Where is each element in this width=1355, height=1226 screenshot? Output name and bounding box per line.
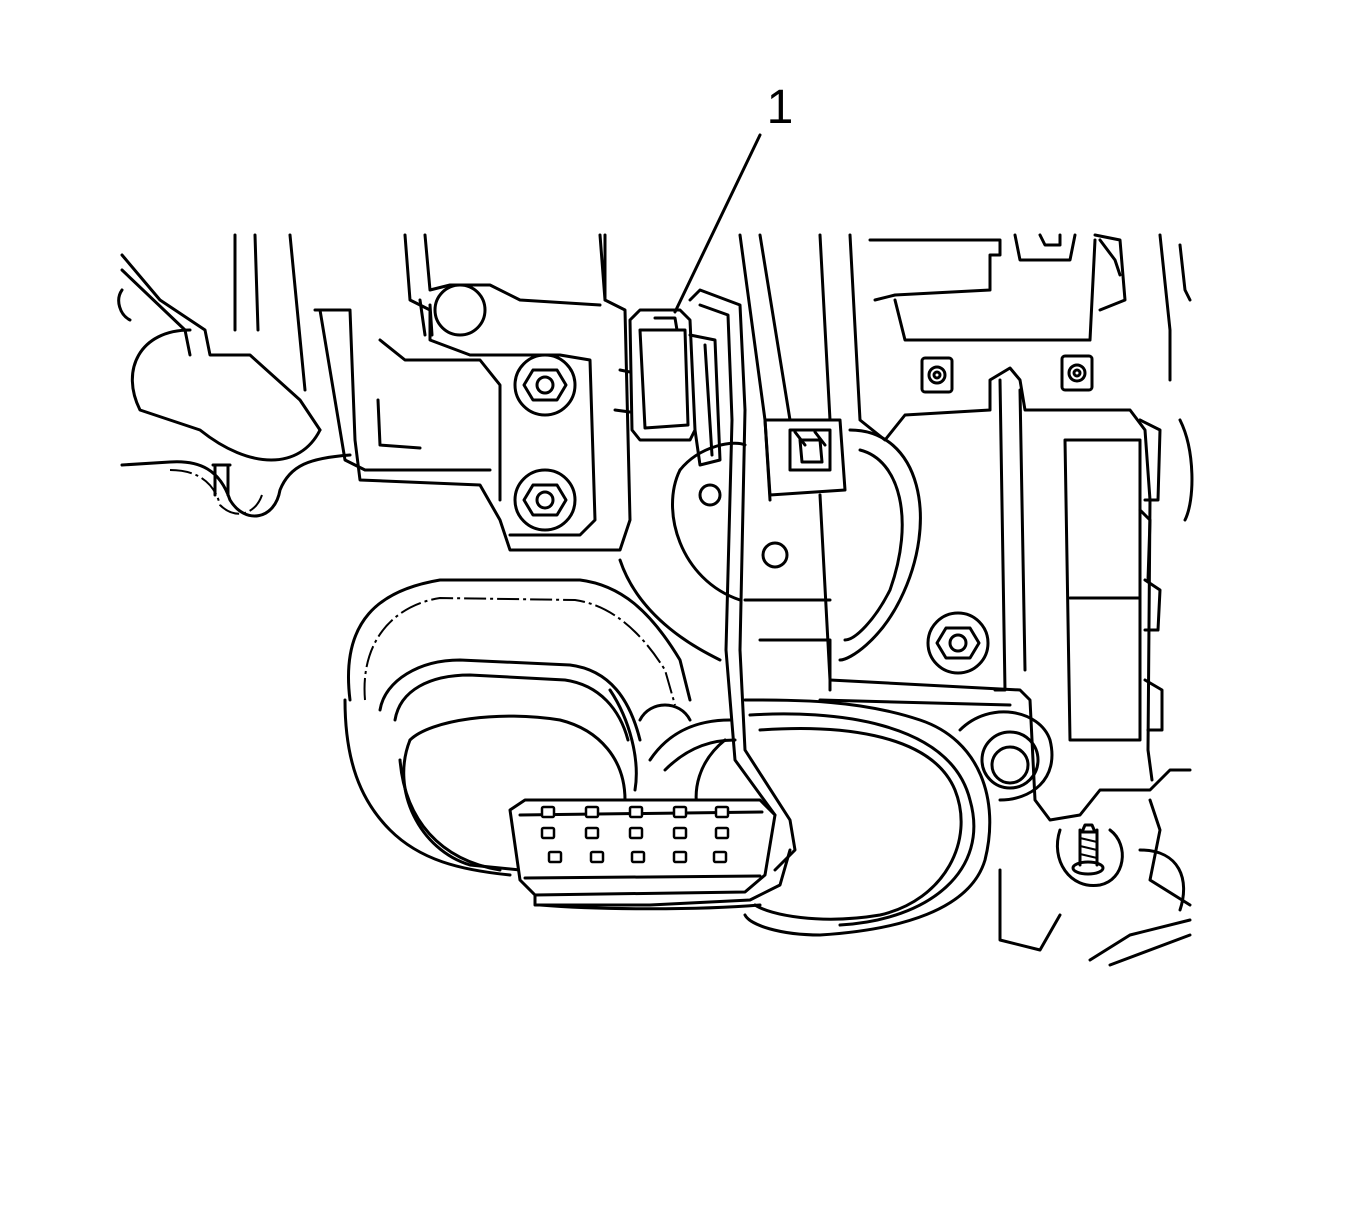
pedal-grip-1-2 [628, 826, 644, 840]
pedal-grip-2-2 [630, 850, 646, 864]
pedal-grip-0-4 [714, 805, 730, 819]
pedal-grip-0-2 [628, 805, 644, 819]
pedal-grip-1-0 [540, 826, 556, 840]
pedal-grip-2-3 [672, 850, 688, 864]
lower-dash-panel [638, 678, 1192, 967]
right-housing [848, 233, 1194, 782]
center-round-housing [618, 428, 922, 662]
left-housing [117, 233, 352, 518]
brake-pedal-pad [508, 798, 792, 911]
brake-pedal-arm [671, 233, 832, 872]
pedal-grip-2-0 [547, 850, 563, 864]
lower-right-stud [1055, 823, 1124, 887]
brake-pedal-sensor [613, 308, 722, 467]
lower-right-nut [926, 611, 990, 675]
pedal-grip-1-4 [714, 826, 730, 840]
callout-1-label: 1 [766, 81, 794, 134]
pedal-grip-0-0 [540, 805, 556, 819]
pedal-grip-1-3 [672, 826, 688, 840]
left-lower-opening [343, 578, 737, 877]
pedal-grip-1-1 [584, 826, 600, 840]
upper-mount-bracket [313, 233, 632, 552]
pedal-grip-2-4 [712, 850, 728, 864]
pedal-pad-grip-grid [540, 805, 730, 864]
pedal-grip-0-3 [672, 805, 688, 819]
pedal-grip-2-1 [589, 850, 605, 864]
pedal-grip-0-1 [584, 805, 600, 819]
stoplamp-switch [763, 418, 847, 682]
callout-1-leader-line [673, 133, 762, 314]
